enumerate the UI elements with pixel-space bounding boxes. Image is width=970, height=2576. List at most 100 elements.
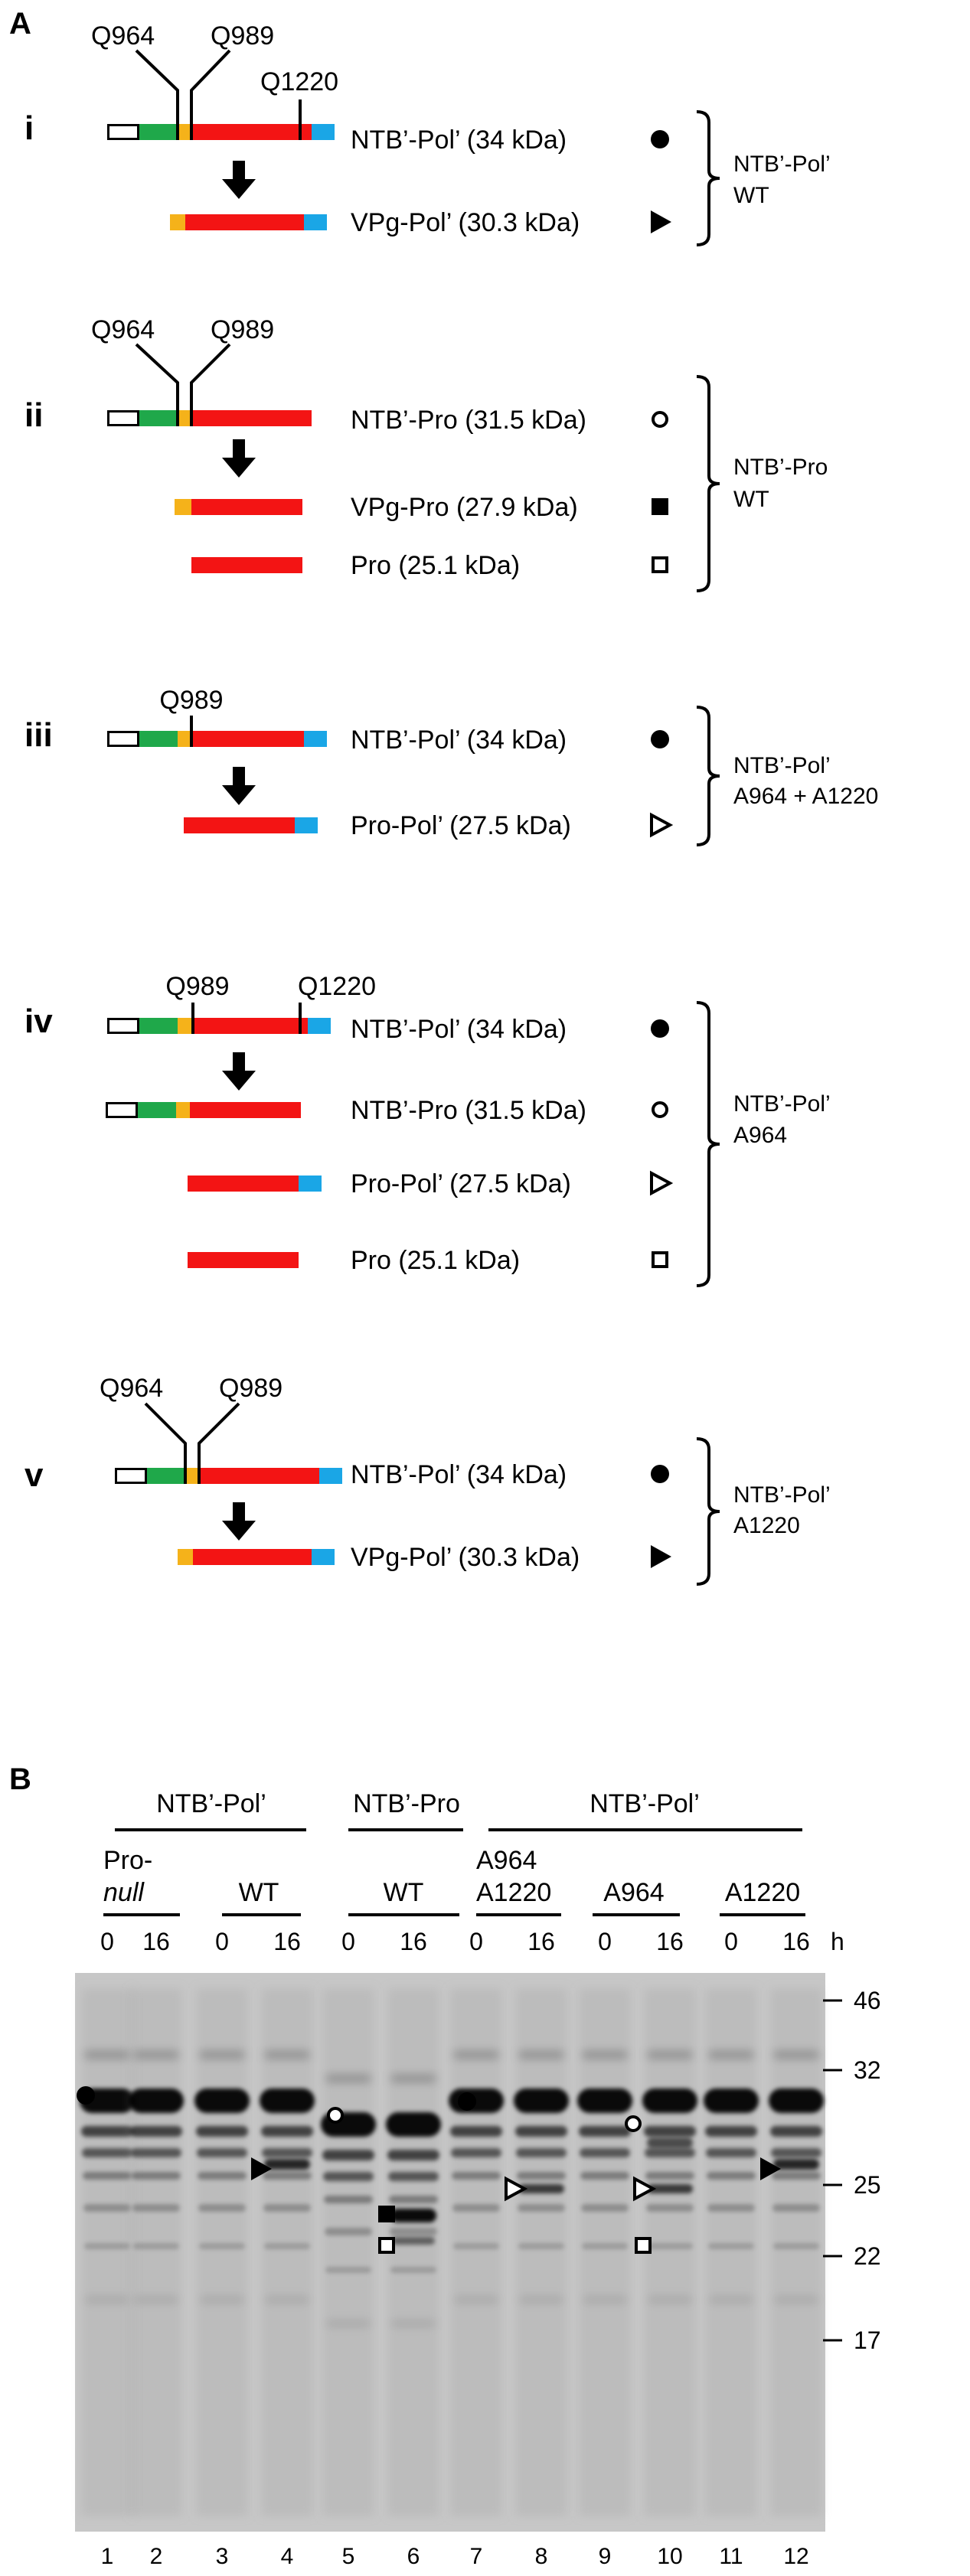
gel-band xyxy=(517,2172,566,2180)
product-label: NTB’-Pro (31.5 kDa) xyxy=(351,1096,586,1125)
open-circle-gel-marker xyxy=(327,2107,344,2124)
protein-segment xyxy=(319,1468,342,1484)
gel-band xyxy=(132,2204,180,2212)
protein-segment xyxy=(193,124,312,140)
gel-band xyxy=(323,2172,374,2181)
lane-smear xyxy=(387,1988,439,2516)
mw-label: 25 xyxy=(854,2171,881,2199)
cleavage-site-label: Q989 xyxy=(159,686,223,715)
sub-group-wt-2: WT xyxy=(384,1878,424,1907)
full-construct-bar xyxy=(107,731,327,747)
top-group-ntb-pol-2: NTB’-Pol’ xyxy=(590,1789,700,1818)
gel-band xyxy=(261,2126,313,2137)
lane-number: 11 xyxy=(719,2544,743,2569)
gel-band xyxy=(325,2075,371,2082)
lane-number: 2 xyxy=(150,2544,163,2569)
group-label-construct: NTB’-Pro xyxy=(733,455,828,480)
lane-number: 12 xyxy=(783,2544,808,2569)
gel-band xyxy=(709,2297,753,2303)
gel-band xyxy=(264,2243,310,2249)
mw-label: 32 xyxy=(854,2056,881,2084)
cleavage-site-label: Q1220 xyxy=(298,972,376,1001)
open-square-gel-marker xyxy=(635,2237,652,2254)
ntb-open-segment xyxy=(107,124,139,140)
timepoint-label: 0 xyxy=(341,1928,355,1955)
gel-band xyxy=(453,2051,499,2059)
gel-band xyxy=(579,2126,631,2137)
cleavage-site-line xyxy=(135,343,179,426)
filled-circle-gel-marker xyxy=(77,2086,95,2105)
group-label-condition: A964 xyxy=(733,1123,787,1148)
panel-b: B NTB’-Pol’ NTB’-Pro NTB’-Pol’ Pro- null… xyxy=(9,1762,881,2569)
gel-band xyxy=(519,2297,563,2303)
gel-band xyxy=(773,2051,819,2059)
product-label: NTB’-Pol’ (34 kDa) xyxy=(351,1460,567,1489)
sub-group-a964-a1220-line2: A1220 xyxy=(476,1878,551,1907)
main-band xyxy=(577,2089,632,2113)
cleavage-site-line xyxy=(135,49,179,140)
gel-band xyxy=(84,2051,130,2059)
cleavage-site-label: Q1220 xyxy=(260,67,338,96)
protein-segment xyxy=(312,1549,335,1565)
lane-smear xyxy=(579,1988,631,2516)
group-label-construct: NTB’-Pol’ xyxy=(733,1091,831,1117)
timepoint-label: 0 xyxy=(100,1928,114,1955)
protein-segment xyxy=(184,817,295,833)
filled-triangle-symbol xyxy=(651,210,671,233)
product-label: NTB’-Pol’ (34 kDa) xyxy=(351,726,567,755)
product-bar xyxy=(106,1102,301,1118)
gel-band xyxy=(81,2126,133,2137)
protein-segment xyxy=(139,731,178,747)
gel-band xyxy=(132,2172,181,2180)
lane-smear xyxy=(705,1988,757,2516)
protein-segment xyxy=(193,731,304,747)
construct-numeral: iv xyxy=(24,1003,53,1040)
cleavage-site-line xyxy=(198,1402,240,1484)
group-label-condition: A964 + A1220 xyxy=(733,784,878,809)
construct-numeral: v xyxy=(24,1456,44,1494)
pro-band xyxy=(392,2237,435,2245)
protein-segment xyxy=(178,124,193,140)
product-bar xyxy=(175,499,302,515)
lane-smear xyxy=(322,1988,374,2516)
gel-band xyxy=(773,2243,819,2249)
group-label-condition: A1220 xyxy=(733,1513,800,1538)
protein-segment xyxy=(193,1018,308,1034)
filled-circle-symbol xyxy=(651,1465,669,1483)
gel-band xyxy=(580,2172,629,2180)
lane-number: 4 xyxy=(281,2544,294,2569)
construct-numeral: i xyxy=(24,109,34,147)
open-square-symbol xyxy=(652,556,668,573)
gel-band xyxy=(199,2243,245,2249)
gel-band xyxy=(390,2075,436,2082)
cleavage-site-label: Q989 xyxy=(211,315,274,344)
product-label: Pro-Pol’ (27.5 kDa) xyxy=(351,1169,571,1198)
timepoint-label: 0 xyxy=(598,1928,612,1955)
group-bracket xyxy=(696,1001,720,1287)
lane-number: 10 xyxy=(657,2544,682,2569)
open-square-gel-marker xyxy=(378,2237,395,2254)
main-band xyxy=(260,2089,315,2113)
gel-band xyxy=(198,2172,247,2180)
lane-number: 9 xyxy=(599,2544,612,2569)
gel-band xyxy=(452,2172,501,2180)
product-label: Pro (25.1 kDa) xyxy=(351,1246,520,1275)
protein-segment xyxy=(308,1018,331,1034)
full-construct-bar xyxy=(107,410,312,426)
protein-segment xyxy=(178,1549,193,1565)
gel-band xyxy=(771,2148,821,2157)
vpg-pol-band xyxy=(773,2159,819,2170)
gel-band xyxy=(644,2126,696,2137)
ntb-open-segment xyxy=(107,410,139,426)
gel-band xyxy=(707,2172,756,2180)
processing-arrow xyxy=(222,161,256,199)
processing-arrow xyxy=(222,1502,256,1541)
gel-band xyxy=(83,2172,132,2180)
filled-triangle-gel-marker xyxy=(251,2157,272,2180)
protein-segment xyxy=(178,731,193,747)
cleavage-site-line xyxy=(190,343,231,426)
product-bar xyxy=(170,214,327,230)
